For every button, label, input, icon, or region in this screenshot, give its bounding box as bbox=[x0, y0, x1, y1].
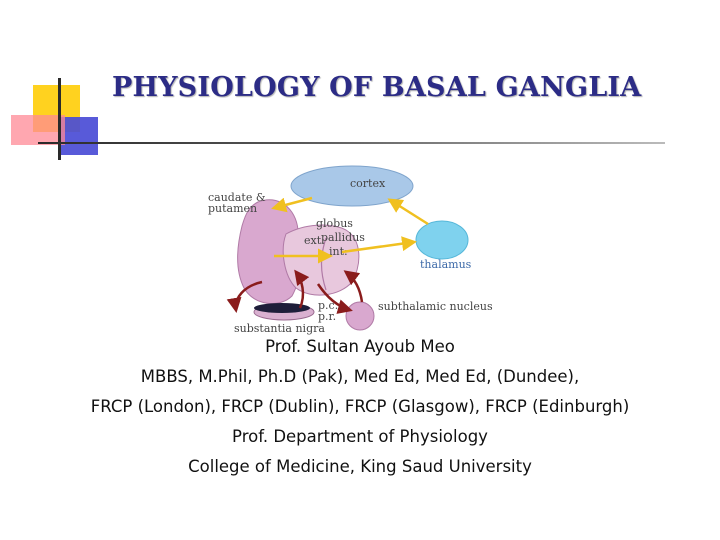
subthalamic-nucleus-shape bbox=[346, 302, 374, 330]
cortex-label: cortex bbox=[350, 177, 386, 190]
decor-vertical-line bbox=[58, 78, 61, 160]
author-position: Prof. Department of Physiology bbox=[0, 422, 720, 452]
title-underline bbox=[38, 142, 665, 144]
ext-label: ext: bbox=[304, 234, 325, 247]
putamen-label: putamen bbox=[208, 202, 257, 215]
globus-label: globus bbox=[316, 217, 353, 230]
author-degrees: MBBS, M.Phil, Ph.D (Pak), Med Ed, Med Ed… bbox=[0, 362, 720, 392]
thalamus-shape bbox=[416, 221, 468, 259]
thalamus-label: thalamus bbox=[420, 258, 472, 271]
subthalamic-label: subthalamic nucleus bbox=[378, 300, 493, 313]
author-institution: College of Medicine, King Saud Universit… bbox=[0, 452, 720, 482]
decor-blue-square bbox=[60, 117, 98, 155]
author-name: Prof. Sultan Ayoub Meo bbox=[0, 332, 720, 362]
decor-pink-bar bbox=[11, 115, 65, 145]
arrow-thalamus-to-cortex bbox=[390, 200, 428, 224]
pallidus-label: pallidus bbox=[321, 231, 365, 244]
basal-ganglia-diagram: cortex thalamus caudate & putamen globus… bbox=[200, 160, 520, 340]
slide-title: PHYSIOLOGY OF BASAL GANGLIA bbox=[112, 72, 641, 103]
author-info: Prof. Sultan Ayoub Meo MBBS, M.Phil, Ph.… bbox=[0, 332, 720, 482]
author-fellowships: FRCP (London), FRCP (Dublin), FRCP (Glas… bbox=[0, 392, 720, 422]
